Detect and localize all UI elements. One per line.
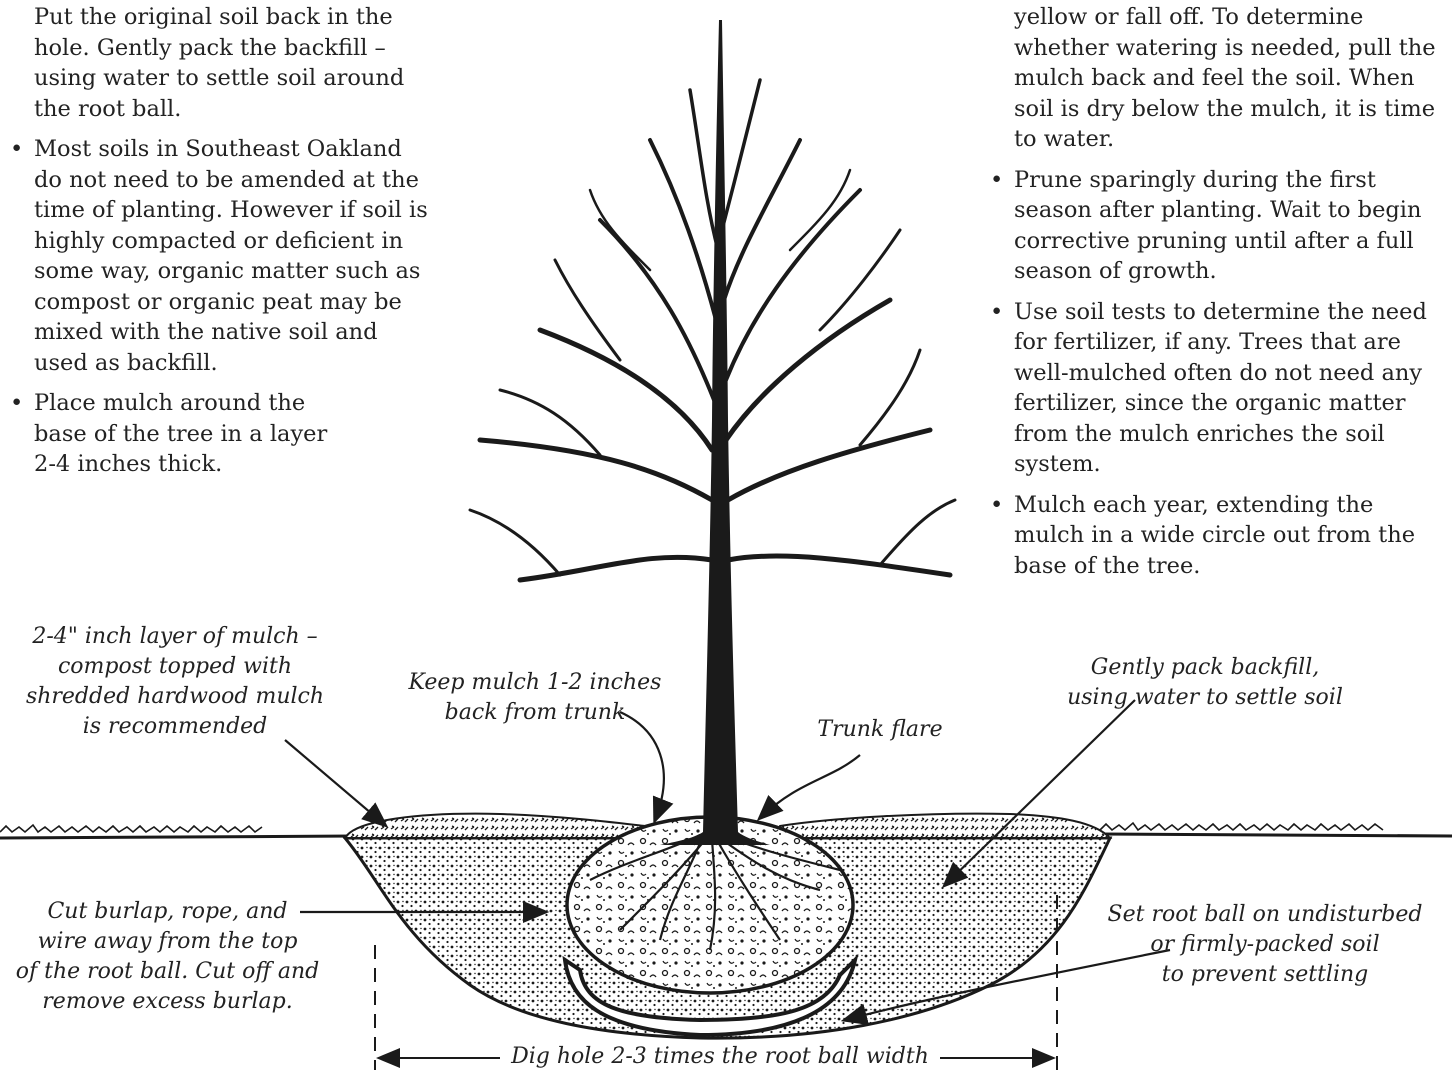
label-backfill: Gently pack backfill, using water to set…: [1055, 653, 1355, 713]
left-text-column: Put the original soil back in the hole. …: [10, 2, 440, 490]
right-bullet-item: Use soil tests to determine the need for…: [990, 297, 1445, 480]
left-bullet-item: Most soils in Southeast Oakland do not n…: [10, 134, 434, 378]
label-dig-hole: Dig hole 2-3 times the root ball width: [505, 1042, 935, 1072]
label-line: Dig hole 2-3 times the root ball width: [505, 1042, 935, 1072]
left-bullet-item: Place mulch around the base of the tree …: [10, 388, 334, 480]
label-line: Set root ball on undisturbed: [1100, 900, 1430, 930]
label-line: Gently pack backfill,: [1055, 653, 1355, 683]
label-line: or firmly-packed soil: [1100, 930, 1430, 960]
label-line: using water to settle soil: [1055, 683, 1355, 713]
mulch-layer-right: [775, 814, 1110, 838]
label-line: is recommended: [20, 712, 330, 742]
label-mulch-layer: 2-4" inch layer of mulch – compost toppe…: [20, 622, 330, 742]
label-trunk-flare: Trunk flare: [810, 715, 950, 745]
right-text-column: yellow or fall off. To determine whether…: [990, 2, 1445, 591]
label-line: to prevent settling: [1100, 960, 1430, 990]
label-line: of the root ball. Cut off and: [5, 957, 330, 987]
label-line: Cut burlap, rope, and: [5, 897, 330, 927]
left-continuation-text: Put the original soil back in the hole. …: [10, 2, 440, 124]
label-root-ball-base: Set root ball on undisturbed or firmly-p…: [1100, 900, 1430, 990]
arrow-mulch: [285, 740, 385, 825]
label-line: wire away from the top: [5, 927, 330, 957]
label-line: back from trunk: [390, 698, 680, 728]
label-line: remove excess burlap.: [5, 987, 330, 1017]
label-cut-burlap: Cut burlap, rope, and wire away from the…: [5, 897, 330, 1017]
right-bullet-list: Prune sparingly during the first season …: [990, 165, 1445, 582]
label-line: Keep mulch 1-2 inches: [390, 668, 680, 698]
mulch-layer: [345, 814, 650, 838]
right-bullet-item: Prune sparingly during the first season …: [990, 165, 1445, 287]
label-keep-mulch: Keep mulch 1-2 inches back from trunk: [390, 668, 680, 728]
label-line: shredded hardwood mulch: [20, 682, 330, 712]
label-line: Trunk flare: [810, 715, 950, 745]
label-line: 2-4" inch layer of mulch –: [20, 622, 330, 652]
arrow-trunk-flare: [760, 755, 860, 818]
label-line: compost topped with: [20, 652, 330, 682]
left-bullet-list: Most soils in Southeast Oakland do not n…: [10, 134, 440, 480]
right-continuation-text: yellow or fall off. To determine whether…: [990, 2, 1445, 155]
arrow-keep-mulch: [620, 712, 664, 820]
right-bullet-item: Mulch each year, extending the mulch in …: [990, 490, 1445, 582]
